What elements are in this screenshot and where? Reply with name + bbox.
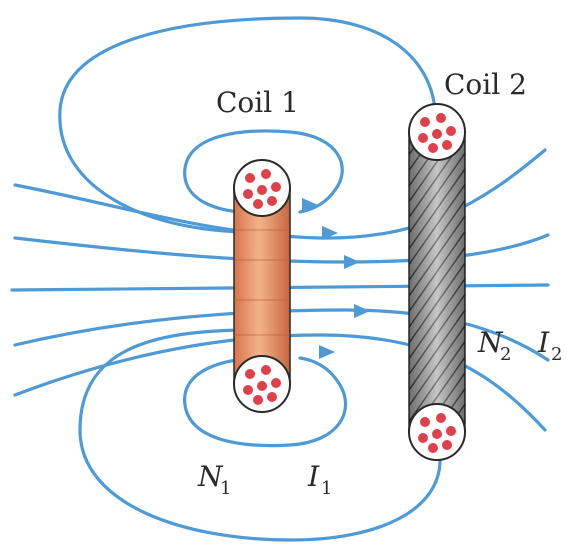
n2-subscript: 2 xyxy=(500,344,511,365)
coil-2-shading xyxy=(409,132,465,432)
coil-2-label: Coil 2 xyxy=(444,68,527,101)
coil-1-body xyxy=(233,187,291,385)
coil-2-bottom-wires xyxy=(418,413,456,453)
coil-1-label: Coil 1 xyxy=(216,86,299,119)
field-line-outer-bottom xyxy=(78,328,442,542)
coil-1-windings xyxy=(234,229,290,336)
arrow-icon xyxy=(344,255,360,269)
field-line-outer-top xyxy=(58,16,437,234)
arrow-icon xyxy=(354,304,370,318)
field-line-mid-upper xyxy=(13,233,550,264)
coil-2 xyxy=(408,103,466,461)
coil-2-top-wires xyxy=(418,113,456,153)
arrow-icon xyxy=(302,198,318,212)
i2-subscript: 2 xyxy=(551,344,562,365)
field-line-inner-top xyxy=(183,129,344,215)
i2-label: I xyxy=(537,326,550,359)
field-line-upper-sweep xyxy=(13,148,547,240)
field-line-mid-lower xyxy=(13,308,550,362)
i1-subscript: 1 xyxy=(321,478,332,499)
field-line-lower-sweep xyxy=(13,333,547,432)
i1-label: I xyxy=(307,460,320,493)
arrow-icon xyxy=(322,226,338,240)
coil-1 xyxy=(233,159,291,413)
arrow-icon xyxy=(319,345,335,359)
field-direction-arrows xyxy=(302,198,370,359)
field-line-inner-bottom xyxy=(183,356,348,448)
diagram-labels: Coil 1 Coil 2 N 1 I 1 N 2 I 2 xyxy=(197,68,562,499)
coil-1-bottom-wires xyxy=(243,365,281,405)
coil-1-top-wires xyxy=(243,169,281,209)
n1-subscript: 1 xyxy=(220,478,231,499)
n1-label: N xyxy=(197,460,224,493)
n2-label: N xyxy=(477,326,504,359)
